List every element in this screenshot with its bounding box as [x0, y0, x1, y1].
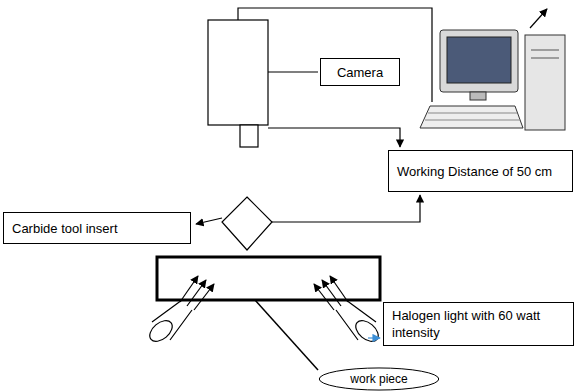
label-text: Working Distance of 50 cm — [397, 163, 552, 180]
label-text: Halogen light with 60 watt intensity — [392, 307, 565, 341]
label-text: work piece — [350, 371, 407, 387]
label-ellipse: work piece — [318, 367, 440, 391]
leader-arrow — [196, 218, 222, 224]
label-box: Carbide tool insert — [3, 212, 191, 244]
label-box: Halogen light with 60 watt intensity — [383, 302, 574, 346]
label-box: Working Distance of 50 cm — [388, 150, 573, 192]
leader-line — [255, 300, 318, 370]
label-text: Carbide tool insert — [12, 220, 118, 237]
output-arrow — [530, 9, 547, 28]
label-box: Camera — [320, 58, 400, 86]
label-text: Camera — [337, 64, 383, 81]
leader-arrow — [368, 337, 380, 338]
distance-arrow — [268, 128, 400, 147]
carbide-insert — [222, 197, 272, 250]
halogen-lamp — [146, 276, 214, 345]
distance-arrow — [272, 195, 420, 222]
camera-lens — [240, 125, 258, 147]
halogen-lamp — [314, 276, 382, 345]
computer-icon — [420, 30, 565, 130]
workpiece-bar — [157, 257, 380, 300]
camera-body — [208, 20, 268, 125]
leader-line — [268, 71, 318, 72]
camera-cable — [238, 8, 432, 102]
